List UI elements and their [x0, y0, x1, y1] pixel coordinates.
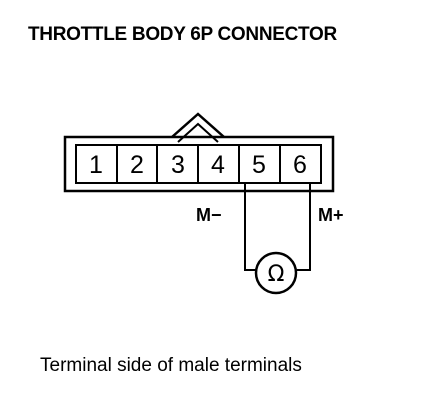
diagram-caption: Terminal side of male terminals: [40, 355, 302, 376]
test-lead-pin-5: [244, 183, 256, 271]
ohmmeter-body: [254, 251, 298, 295]
pin-5-label: 5: [252, 151, 266, 179]
pin-3-label: 3: [171, 151, 185, 179]
connector-outer-shell: [63, 135, 335, 193]
test-lead-pin-6: [297, 183, 311, 271]
ohmmeter-icon: Ω: [254, 251, 298, 295]
ohm-symbol: Ω: [268, 262, 285, 287]
connector-housing: [63, 112, 335, 193]
terminal-m-plus-label: M+: [318, 205, 344, 225]
pin-4-label: 4: [211, 151, 225, 179]
diagram-title: THROTTLE BODY 6P CONNECTOR: [28, 24, 337, 45]
pin-2-label: 2: [130, 151, 144, 179]
test-leads: [244, 183, 311, 271]
terminal-m-minus-label: M−: [196, 205, 222, 225]
pin-numbers: 1 2 3 4 5 6: [89, 151, 307, 179]
pin-1-label: 1: [89, 151, 103, 179]
pin-6-label: 6: [293, 151, 307, 179]
locking-tab-outer: [171, 112, 225, 138]
